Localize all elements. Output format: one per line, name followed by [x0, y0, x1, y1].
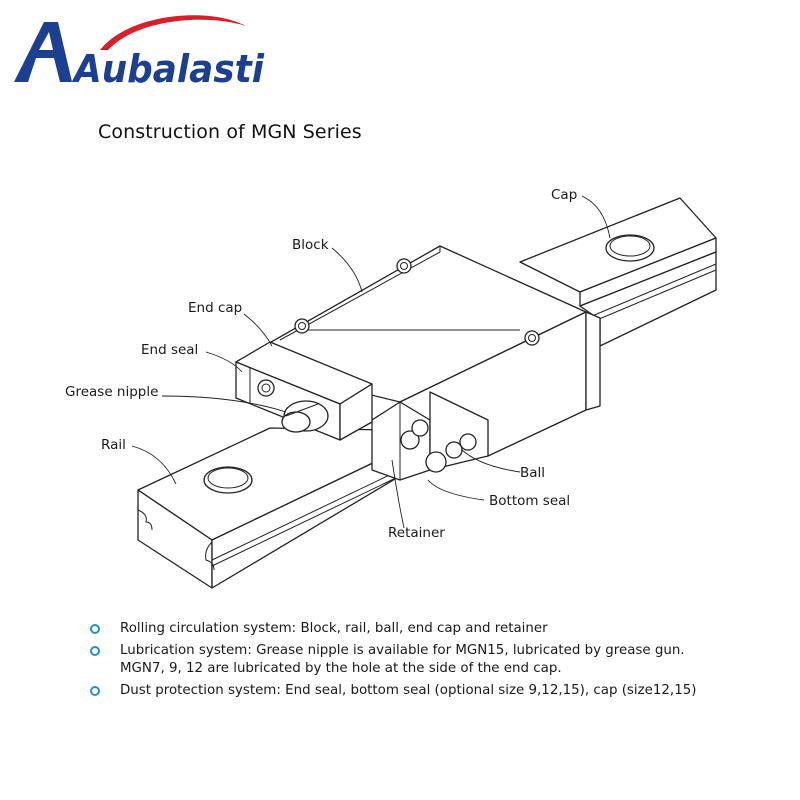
logo-a-mark [14, 22, 72, 82]
feature-text: Rolling circulation system: Block, rail,… [120, 621, 548, 636]
mgn-construction-diagram: Cap Block End cap End seal Grease nipple… [65, 187, 717, 589]
label-bottom-seal: Bottom seal [489, 493, 570, 509]
label-ball: Ball [520, 465, 545, 481]
feature-item-lubrication: Lubrication system: Grease nipple is ava… [90, 642, 770, 679]
label-grease-nipple: Grease nipple [65, 384, 158, 400]
feature-text: Dust protection system: End seal, bottom… [120, 682, 697, 698]
feature-text-cont: MGN7, 9, 12 are lubricated by the hole a… [120, 661, 562, 676]
label-end-cap: End cap [188, 300, 242, 316]
page-title: Construction of MGN Series [98, 121, 362, 143]
grease-nipple [281, 400, 329, 433]
rail-mounting-hole [203, 466, 253, 494]
bullet-ring-icon [90, 685, 100, 696]
label-retainer: Retainer [388, 525, 445, 541]
cap-hole [605, 234, 655, 262]
feature-item-dust: Dust protection system: End seal, bottom… [90, 682, 770, 701]
ball-bearings [400, 419, 477, 473]
bullet-ring-icon [90, 624, 100, 634]
logo-wordmark: Aubalasti [71, 47, 265, 91]
logo-swoosh [100, 15, 246, 50]
leader-lines [131, 195, 611, 529]
near-rail [137, 427, 401, 589]
label-rail: Rail [101, 437, 126, 453]
brand-logo: Aubalasti [14, 15, 265, 91]
bullet-ring-icon [90, 645, 100, 656]
feature-list: Rolling circulation system: Block, rail,… [90, 620, 770, 703]
label-end-seal: End seal [141, 342, 198, 358]
feature-text: Lubrication system: Grease nipple is ava… [120, 642, 685, 658]
far-rail [519, 197, 717, 347]
feature-item-rolling: Rolling circulation system: Block, rail,… [90, 620, 770, 639]
label-cap: Cap [551, 187, 577, 203]
label-block: Block [292, 237, 329, 253]
